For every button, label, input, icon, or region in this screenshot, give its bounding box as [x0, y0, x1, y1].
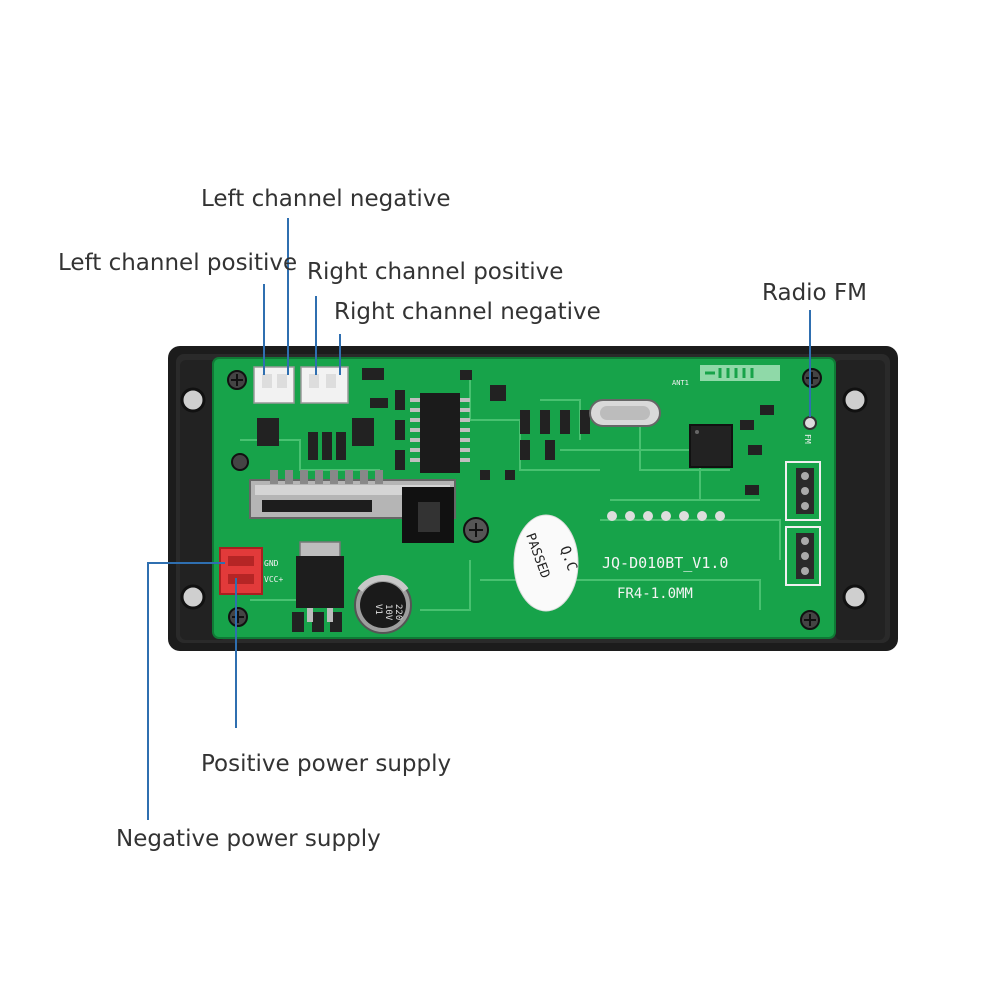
qc-sticker [513, 514, 579, 612]
antenna-text: ANT1 [672, 379, 689, 387]
fm-pad-text: FM [803, 434, 812, 444]
label-radio-fm: Radio FM [762, 280, 868, 306]
housing-hole-bl [180, 584, 206, 610]
pin-vcc-text: VCC+ [264, 575, 283, 584]
housing-hole-br [842, 584, 868, 610]
pin-gnd-text: GND [264, 559, 279, 568]
screw-mid-left [231, 453, 249, 471]
amplifier-chip [410, 393, 470, 473]
key-connector [785, 526, 821, 586]
label-positive-power-supply: Positive power supply [201, 751, 452, 777]
label-right-channel-negative: Right channel negative [334, 299, 601, 325]
leader-lines [147, 218, 811, 820]
usb-port [402, 487, 454, 543]
housing-hole-tr [842, 387, 868, 413]
antenna-pad [700, 365, 780, 381]
power-connector [219, 547, 263, 595]
label-left-channel-positive: Left channel positive [58, 250, 298, 276]
electrolytic-capacitor [354, 575, 412, 634]
capacitor-text-3: V1 [373, 604, 383, 615]
capacitor-text-1: 220 [393, 604, 403, 620]
voltage-regulator [296, 541, 344, 622]
crystal-oscillator [589, 399, 661, 427]
capacitor-text-2: 10V [383, 604, 393, 621]
aux-in-connector [785, 461, 821, 521]
pcb-board [212, 357, 836, 639]
label-right-channel-positive: Right channel positive [307, 259, 564, 285]
board-material-text: FR4-1.0MM [617, 586, 693, 602]
label-left-channel-negative: Left channel negative [201, 186, 451, 212]
fm-antenna-pad [803, 416, 817, 430]
housing-hole-tl [180, 387, 206, 413]
label-negative-power-supply: Negative power supply [116, 826, 381, 852]
bluetooth-chip [689, 424, 733, 468]
leader-negative-power [147, 562, 225, 820]
board-model-text: JQ-D010BT_V1.0 [602, 554, 728, 572]
